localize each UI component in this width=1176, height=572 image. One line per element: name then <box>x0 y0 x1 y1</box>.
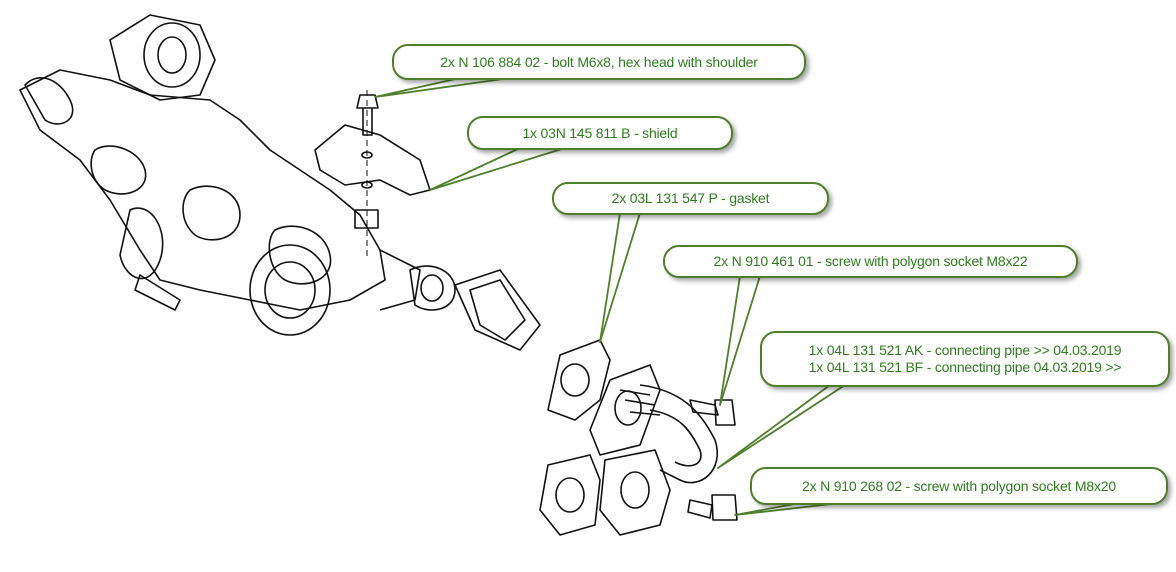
bolt-and-shield-drawing <box>314 90 431 260</box>
pointer-gasket <box>599 212 641 343</box>
callout-text: 2x N 910 461 01 - screw with polygon soc… <box>713 253 1028 269</box>
pointer-screw-m8x22 <box>719 275 761 406</box>
connecting-pipe-drawing <box>539 339 738 536</box>
callout-text-line-1: 1x 04L 131 521 AK - connecting pipe >> 0… <box>808 342 1122 358</box>
callout-text: 2x N 106 884 02 - bolt M6x8, hex head wi… <box>440 53 758 70</box>
pointer-bolt <box>374 77 511 98</box>
callout-shield: 1x 03N 145 811 B - shield <box>467 116 733 150</box>
callout-gasket: 2x 03L 131 547 P - gasket <box>552 182 829 215</box>
callout-screw-m8x22: 2x N 910 461 01 - screw with polygon soc… <box>663 245 1078 278</box>
pointer-shield <box>429 147 566 191</box>
callout-text: 1x 03N 145 811 B - shield <box>522 124 678 141</box>
callout-pointers <box>374 77 846 516</box>
callout-bolt: 2x N 106 884 02 - bolt M6x8, hex head wi… <box>392 44 806 80</box>
callout-text: 2x N 910 268 02 - screw with polygon soc… <box>802 477 1116 494</box>
turbocharger-manifold-drawing <box>19 14 541 351</box>
callout-text: 2x 03L 131 547 P - gasket <box>611 190 770 206</box>
pointer-connecting-pipe <box>717 384 846 469</box>
callout-text-line-2: 1x 04L 131 521 BF - connecting pipe 04.0… <box>808 359 1122 375</box>
callout-connecting-pipe: 1x 04L 131 521 AK - connecting pipe >> 0… <box>760 331 1170 387</box>
callout-screw-m8x20: 2x N 910 268 02 - screw with polygon soc… <box>750 467 1168 505</box>
